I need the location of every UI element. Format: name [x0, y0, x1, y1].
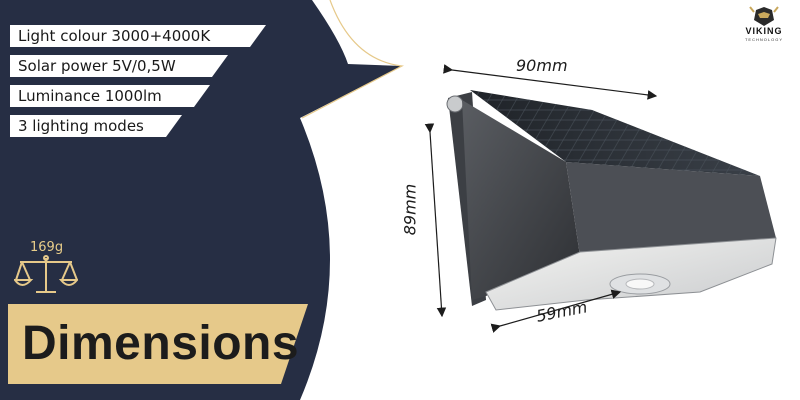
spec-light-colour: Light colour 3000+4000K	[10, 25, 266, 47]
page-title: Dimensions	[22, 317, 300, 370]
brand-name: VIKING	[745, 26, 783, 36]
width-dimension-label: 90mm	[516, 56, 568, 75]
brand-tagline: TECHNOLOGY	[744, 37, 783, 42]
title-banner	[8, 304, 308, 384]
viking-helmet-logo	[749, 6, 779, 26]
weight-label: 169g	[30, 240, 64, 255]
spec-solar-power: Solar power 5V/0,5W	[10, 55, 228, 77]
scale-icon	[14, 255, 78, 293]
spec-luminance: Luminance 1000lm	[10, 85, 210, 107]
spec-lighting-modes: 3 lighting modes	[10, 115, 182, 137]
height-dimension-label: 89mm	[400, 183, 420, 236]
